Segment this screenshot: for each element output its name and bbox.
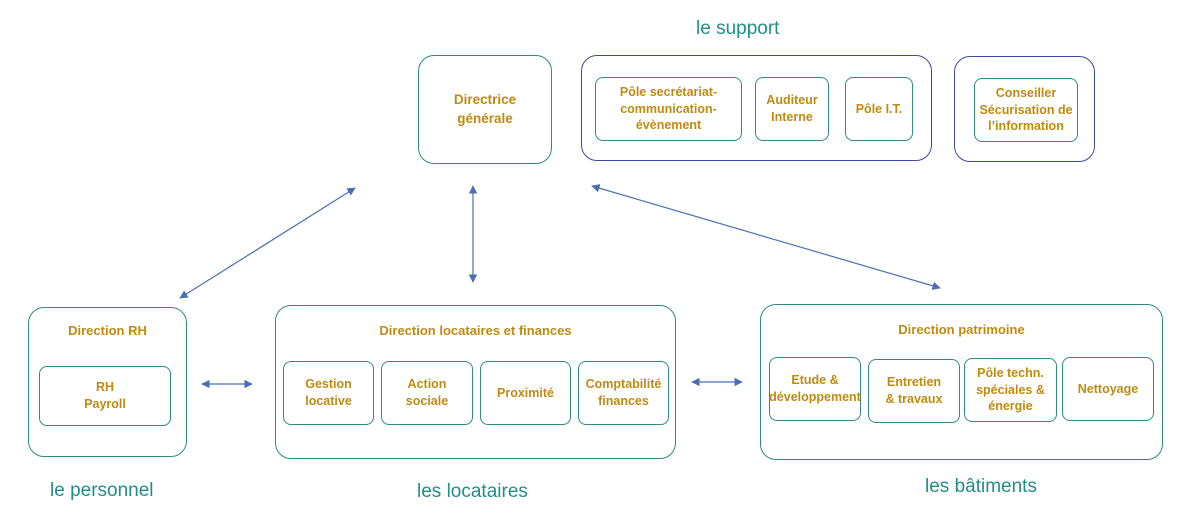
proximite-node: Proximité <box>480 361 571 425</box>
entretien-travaux-node: Entretien & travaux <box>868 359 960 423</box>
batiments-label: les bâtiments <box>925 476 1037 497</box>
conseiller-label: Conseiller Sécurisation de l’information <box>979 85 1073 134</box>
pole-secretariat-node: Pôle secrétariat- communication- évèneme… <box>595 77 742 141</box>
auditeur-interne-node: Auditeur Interne <box>755 77 829 141</box>
support-label: le support <box>696 18 780 39</box>
pole-techn-node: Pôle techn. spéciales & énergie <box>964 358 1057 422</box>
proximite-label: Proximité <box>497 385 554 400</box>
rh-payroll-label: RH Payroll <box>84 380 126 411</box>
arrow-directrice-rh <box>179 187 356 299</box>
direction-rh-title: Direction RH <box>68 323 147 338</box>
pole-it-label: Pôle I.T. <box>855 101 903 116</box>
action-sociale-node: Action sociale <box>381 361 473 425</box>
direction-locataires-title: Direction locataires et finances <box>379 323 572 338</box>
etude-developpement-label: Etude & développement <box>769 373 861 404</box>
direction-patrimoine-title: Direction patrimoine <box>898 322 1025 337</box>
gestion-locative-label: Gestion locative <box>305 377 352 408</box>
personnel-label: le personnel <box>50 480 154 501</box>
directrice-generale-box: Directrice générale <box>418 55 552 164</box>
action-sociale-label: Action sociale <box>405 377 449 408</box>
locataires-label: les locataires <box>417 481 528 502</box>
conseiller-node: Conseiller Sécurisation de l’information <box>974 78 1078 142</box>
directrice-generale-label: Directrice générale <box>453 92 517 126</box>
nettoyage-label: Nettoyage <box>1077 381 1139 396</box>
gestion-locative-node: Gestion locative <box>283 361 374 425</box>
auditeur-interne-label: Auditeur Interne <box>766 93 818 124</box>
rh-payroll-node: RH Payroll <box>39 366 171 426</box>
etude-developpement-node: Etude & développement <box>769 357 861 421</box>
arrow-directrice-patrimoine <box>591 184 941 290</box>
comptabilite-label: Comptabilité finances <box>585 377 662 408</box>
pole-techn-label: Pôle techn. spéciales & énergie <box>976 365 1045 414</box>
nettoyage-node: Nettoyage <box>1062 357 1154 421</box>
entretien-travaux-label: Entretien & travaux <box>885 375 943 406</box>
pole-it-node: Pôle I.T. <box>845 77 913 141</box>
pole-secretariat-label: Pôle secrétariat- communication- évèneme… <box>619 84 718 133</box>
comptabilite-node: Comptabilité finances <box>578 361 669 425</box>
